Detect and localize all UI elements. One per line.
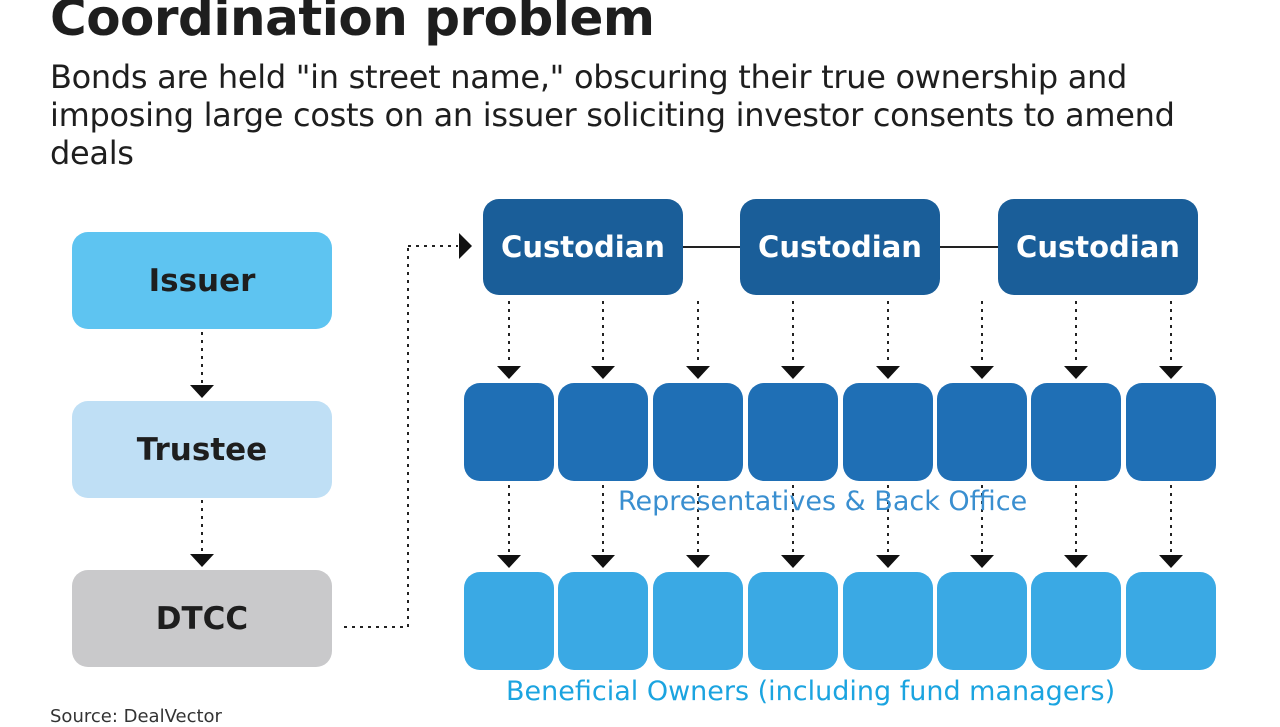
representative-box (937, 383, 1027, 481)
issuer-box: Issuer (72, 232, 332, 329)
rep-owner-arrow (497, 555, 521, 568)
representative-box (1126, 383, 1216, 481)
owner-box (1031, 572, 1121, 670)
owners-label: Beneficial Owners (including fund manage… (506, 676, 1116, 707)
rep-owner-arrow (1064, 555, 1088, 568)
owner-box (558, 572, 648, 670)
diagram-subtitle: Bonds are held "in street name," obscuri… (50, 58, 1175, 172)
custodian-rep-arrow (781, 366, 805, 379)
custodian-rep-arrow (497, 366, 521, 379)
rep-owner-arrow (1159, 555, 1183, 568)
trustee-box: Trustee (72, 401, 332, 498)
owner-box (843, 572, 933, 670)
representative-box (748, 383, 838, 481)
owner-box (1126, 572, 1216, 670)
custodian-rep-arrow (1159, 366, 1183, 379)
trustee-dtcc-arrow (190, 554, 214, 567)
issuer-trustee-arrow (190, 385, 214, 398)
representative-box (1031, 383, 1121, 481)
rep-owner-arrow (970, 555, 994, 568)
custodian-rep-arrow (876, 366, 900, 379)
owner-box (748, 572, 838, 670)
rep-owner-arrow (591, 555, 615, 568)
dtcc-custodian-arrow (459, 233, 472, 259)
custodian-rep-arrow (970, 366, 994, 379)
custodian-rep-arrow (1064, 366, 1088, 379)
custodian-box: Custodian (483, 199, 683, 295)
representative-box (843, 383, 933, 481)
custodian-rep-arrow (686, 366, 710, 379)
representative-box (464, 383, 554, 481)
owner-box (937, 572, 1027, 670)
custodian-rep-arrow (591, 366, 615, 379)
source-note: Source: DealVector (50, 706, 222, 727)
rep-owner-arrow (876, 555, 900, 568)
custodian-box: Custodian (998, 199, 1198, 295)
owner-box (653, 572, 743, 670)
representative-box (653, 383, 743, 481)
dtcc-box: DTCC (72, 570, 332, 667)
representative-box (558, 383, 648, 481)
owner-box (464, 572, 554, 670)
representatives-label: Representatives & Back Office (618, 486, 1028, 517)
rep-owner-arrow (781, 555, 805, 568)
diagram-title: Coordination problem (50, 0, 655, 47)
custodian-box: Custodian (740, 199, 940, 295)
rep-owner-arrow (686, 555, 710, 568)
